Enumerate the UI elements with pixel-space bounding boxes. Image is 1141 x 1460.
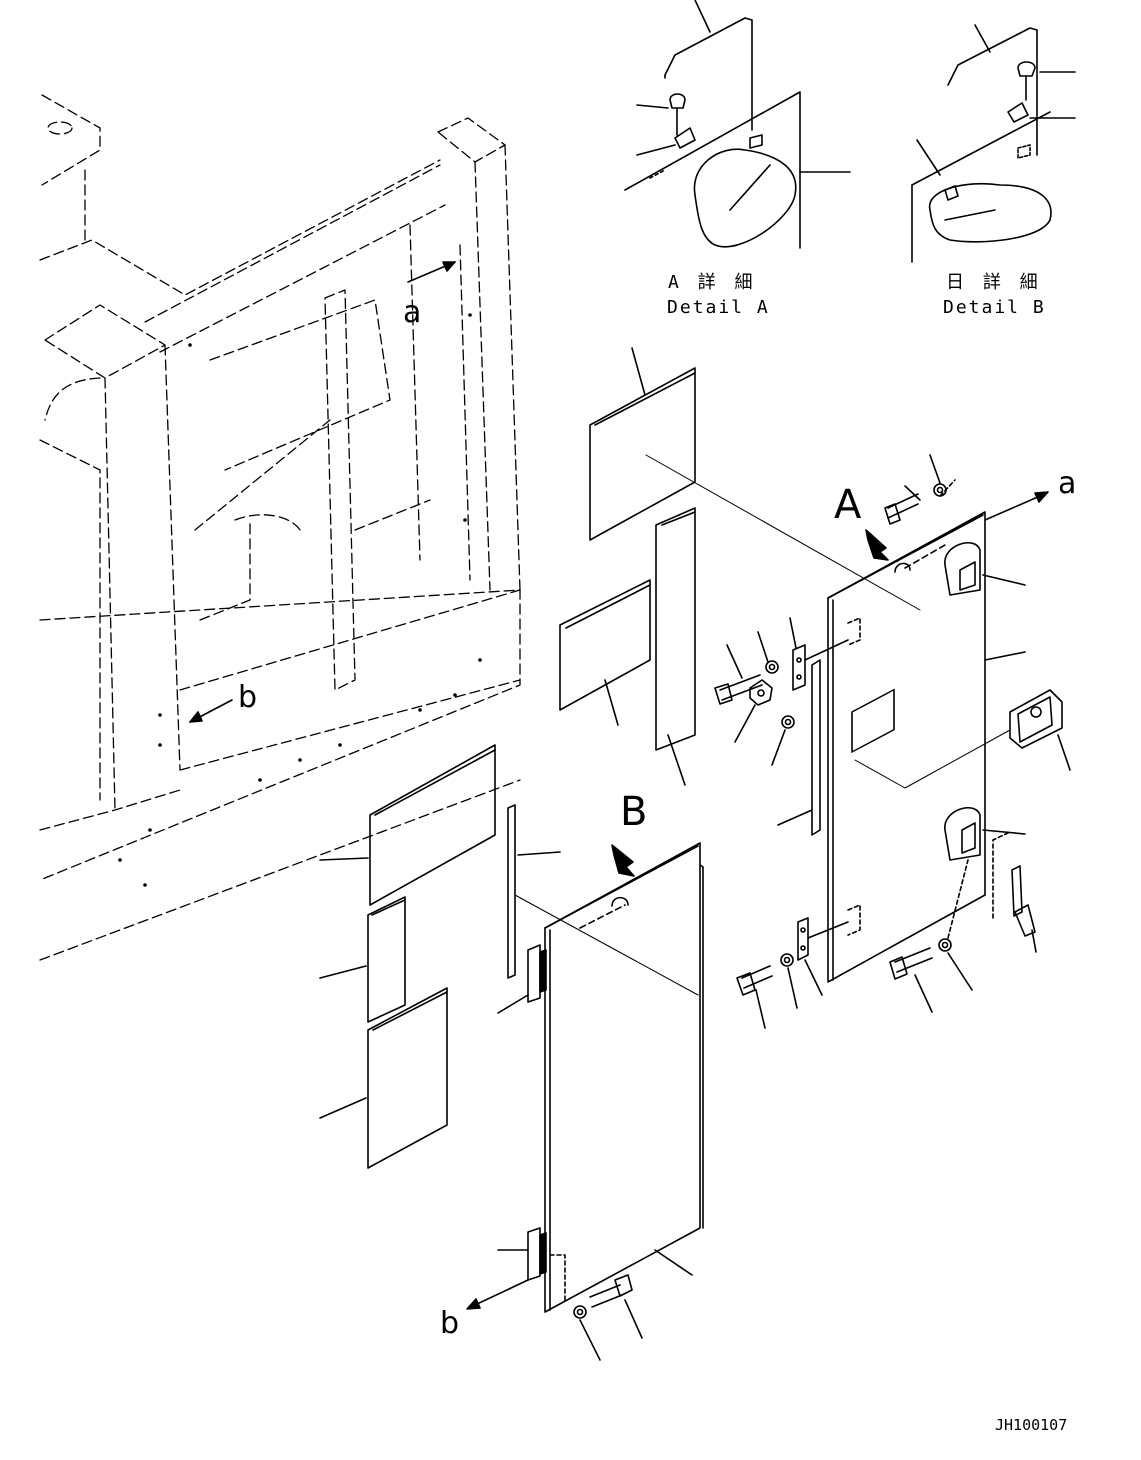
insulation-pad-middle-left (559, 579, 651, 726)
drawing-number: JH100107 (995, 1416, 1067, 1434)
bolt-upper-right (884, 454, 956, 525)
hinge-b-upper (497, 944, 547, 1014)
detail-a-title-jp: A 詳 細 (668, 272, 757, 293)
arrow-to-a (984, 491, 1049, 521)
lock-latch (854, 689, 1071, 789)
detail-a-title-en: Detail A (667, 297, 770, 318)
frame-label-b: b (238, 680, 257, 715)
panel-arrow-label-a: a (1058, 466, 1076, 501)
bolt-lower-right (889, 859, 973, 1013)
frame-arrow-b (189, 699, 233, 723)
bolt-b-bottom (573, 1249, 693, 1361)
insulation-pad-lower-1 (319, 744, 496, 906)
view-label-a: A (834, 482, 862, 528)
insulation-strip-vertical (655, 507, 696, 786)
hinge-upper-left (714, 617, 849, 705)
arrow-to-b (466, 1279, 529, 1310)
detail-b-view (911, 24, 1076, 263)
insulation-pad-upper (589, 347, 696, 541)
detail-b-title-en: Detail B (943, 297, 1046, 318)
detail-b-title-jp: 日 詳 細 (946, 272, 1042, 293)
view-label-b: B (620, 789, 647, 835)
hinge-lower-left (736, 917, 849, 1029)
insulation-pad-lower-2 (319, 896, 406, 1023)
latch-rod (992, 831, 1037, 953)
insulation-pad-lower-3 (319, 987, 448, 1169)
view-b-arrow (611, 844, 635, 877)
frame-rivets (118, 313, 482, 887)
side-panel-a (827, 511, 986, 983)
frame-arrow-a (407, 261, 456, 283)
side-panel-b (514, 842, 704, 1313)
detail-a-view (624, 0, 851, 249)
machine-frame (39, 94, 521, 961)
view-a-arrow (865, 529, 889, 561)
hinge-b-lower (497, 1227, 566, 1301)
frame-label-a: a (403, 295, 421, 330)
hinge-upper-right-label (982, 574, 1026, 835)
nut-and-washer-left (734, 679, 795, 766)
seal-strip-a (777, 659, 821, 836)
panel-arrow-label-b: b (440, 1306, 459, 1341)
seal-strip-b (507, 804, 561, 979)
